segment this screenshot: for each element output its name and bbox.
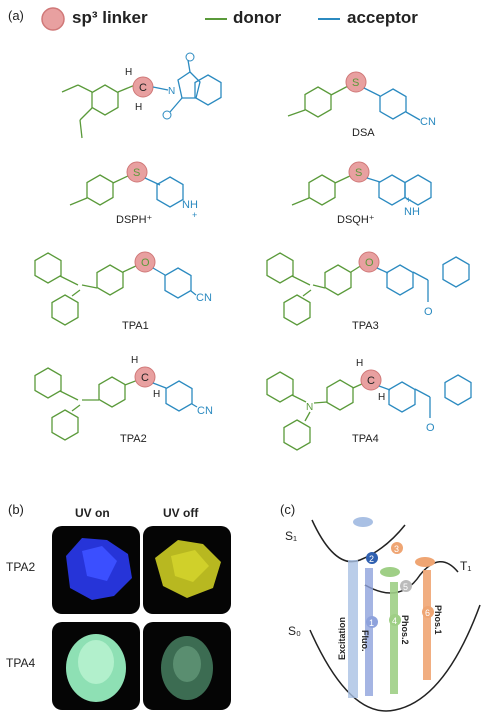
dsa-label: DSA xyxy=(352,127,375,139)
step-4: 4 xyxy=(392,616,397,626)
tpa4-label: TPA4 xyxy=(352,433,379,445)
molecule-tpa3: O O TPA3 xyxy=(266,251,470,332)
tpa1-label: TPA1 xyxy=(122,320,149,332)
tpa4-h2: H xyxy=(378,392,385,403)
tpa4-carbonyl-o: O xyxy=(426,422,435,434)
fluo-label: Fluo. xyxy=(360,630,370,652)
tpa3-label: TPA3 xyxy=(352,320,379,332)
m1-h2: H xyxy=(135,102,142,113)
step-6: 6 xyxy=(425,608,430,618)
photo-tpa4-uv-off xyxy=(143,622,231,710)
dsqh-label: DSQH⁺ xyxy=(337,214,375,226)
molecule-dsph: S NH + DSPH⁺ xyxy=(69,161,198,226)
tpa2-h2: H xyxy=(153,389,160,400)
donor-legend-line xyxy=(205,18,227,20)
m1-h1: H xyxy=(125,67,132,78)
photo-col-uv-off: UV off xyxy=(163,506,199,520)
legend-donor-label: donor xyxy=(233,8,282,27)
dsph-plus: + xyxy=(192,210,197,220)
step-2: 2 xyxy=(369,554,374,564)
photo-tpa2-uv-on xyxy=(52,526,140,614)
molecule-dsa: S CN DSA xyxy=(287,71,436,139)
dsa-cn: CN xyxy=(420,116,436,128)
excitation-bar xyxy=(348,560,358,698)
phos1-label: Phos.1 xyxy=(433,605,443,635)
dsa-sulfur: S xyxy=(352,77,359,89)
fluo-bar xyxy=(365,568,373,696)
dsph-nh: NH xyxy=(182,199,198,211)
tpa1-cn: CN xyxy=(196,292,212,304)
m1-carbon: C xyxy=(139,82,147,94)
panel-b-label: (b) xyxy=(8,502,24,517)
s1-label: S₁ xyxy=(285,529,297,543)
phos2-bar xyxy=(390,582,398,694)
photo-tpa2-uv-off xyxy=(143,526,231,614)
legend-linker-label: sp³ linker xyxy=(72,8,148,27)
molecule-tpa2: C H H CN TPA2 xyxy=(34,355,213,445)
legend-acceptor-label: acceptor xyxy=(347,8,418,27)
step-1: 1 xyxy=(369,618,374,628)
sp3-linker-legend-icon xyxy=(38,4,68,34)
t1-label: T₁ xyxy=(460,559,471,573)
tpa4-nitrogen: N xyxy=(306,402,313,413)
photo-col-uv-on: UV on xyxy=(75,506,110,520)
molecule-tpa1: O CN TPA1 xyxy=(34,251,212,332)
dsqh-plus: + xyxy=(406,195,411,205)
step-5: 5 xyxy=(403,582,408,592)
dsph-label: DSPH⁺ xyxy=(116,214,153,226)
dsqh-sulfur: S xyxy=(355,167,362,179)
molecule-tpa4: N C H H O TPA4 xyxy=(266,358,472,451)
m1-nitrogen: N xyxy=(168,86,175,97)
tpa2-h1: H xyxy=(131,355,138,366)
jablonski-diagram: S₁ T₁ S₀ Excitation Fluo. Phos.2 Phos.1 … xyxy=(285,517,481,712)
phos1-bar xyxy=(423,570,431,680)
photo-tpa4-uv-on xyxy=(52,622,140,710)
dsqh-nh: NH xyxy=(404,206,420,218)
phos2-label: Phos.2 xyxy=(400,615,410,645)
panel-a-label: (a) xyxy=(8,8,24,23)
tpa2-cn: CN xyxy=(197,405,213,417)
s0-label: S₀ xyxy=(288,624,301,638)
panel-c-label: (c) xyxy=(280,502,296,517)
tpa3-carbonyl-o: O xyxy=(424,306,433,318)
tpa1-oxygen: O xyxy=(141,257,150,269)
photo-row-tpa2: TPA2 xyxy=(6,560,36,574)
molecule-dsqh: S NH + DSQH⁺ xyxy=(291,161,432,226)
tpa2-carbon: C xyxy=(141,372,149,384)
molecule-1: C H H N xyxy=(61,52,222,139)
acceptor-legend-line xyxy=(318,18,340,20)
step-3: 3 xyxy=(394,544,399,554)
molecule-structures: C H H N S CN DSA S NH + DSPH⁺ xyxy=(34,52,472,451)
excitation-label: Excitation xyxy=(337,617,347,660)
photo-row-tpa4: TPA4 xyxy=(6,656,36,670)
tpa4-carbon: C xyxy=(367,375,375,387)
dsph-sulfur: S xyxy=(133,167,140,179)
tpa4-h1: H xyxy=(356,358,363,369)
tpa3-oxygen: O xyxy=(365,257,374,269)
tpa2-label: TPA2 xyxy=(120,433,147,445)
